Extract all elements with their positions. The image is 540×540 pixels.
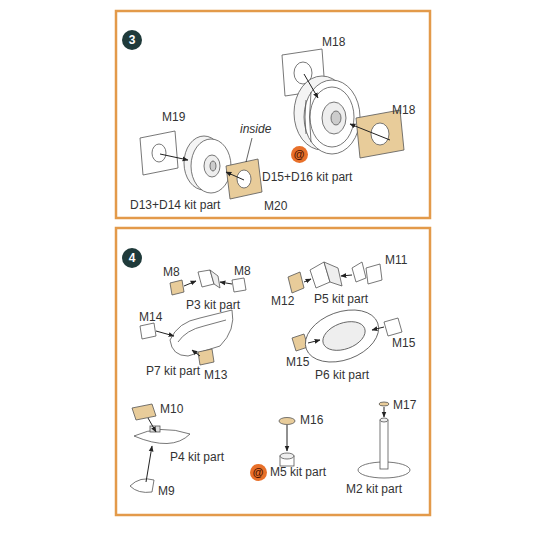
part-name: D15+D16 kit part xyxy=(262,170,352,184)
wheel-drawing xyxy=(140,131,262,199)
part-number: M14 xyxy=(139,310,162,324)
part-name: P6 kit part xyxy=(315,368,369,382)
part-drawings xyxy=(130,262,410,492)
symbol-text: @ xyxy=(294,149,305,160)
part-number: M10 xyxy=(160,402,183,416)
wheel-drawing xyxy=(282,49,404,158)
part-name: P7 kit part xyxy=(146,364,200,378)
part-number: M16 xyxy=(300,413,323,427)
step-panel xyxy=(116,228,430,515)
part-number: M12 xyxy=(271,294,294,308)
part-name: M2 kit part xyxy=(346,482,402,496)
part-number: M15 xyxy=(286,355,309,369)
step-number: 4 xyxy=(122,248,142,268)
glue-symbol: @ xyxy=(250,464,267,481)
part-name: P3 kit part xyxy=(186,298,240,312)
part-number: M8 xyxy=(234,264,251,278)
symbol-text: 3 xyxy=(129,34,136,46)
part-number: M15 xyxy=(392,336,415,350)
part-number: M17 xyxy=(393,398,416,412)
part-number: M19 xyxy=(162,110,185,124)
step-number: 3 xyxy=(122,30,142,50)
symbol-text: @ xyxy=(253,467,264,478)
part-number: M13 xyxy=(204,368,227,382)
symbol-text: 4 xyxy=(129,252,136,264)
part-name: M5 kit part xyxy=(270,465,326,479)
part-name: D13+D14 kit part xyxy=(130,198,220,212)
glue-symbol: @ xyxy=(291,146,308,163)
part-number: M18 xyxy=(322,35,345,49)
part-name: P5 kit part xyxy=(314,292,368,306)
part-number: M9 xyxy=(158,484,175,498)
part-number: M18 xyxy=(392,103,415,117)
part-number: M8 xyxy=(163,265,180,279)
part-name: P4 kit part xyxy=(170,450,224,464)
part-number: M11 xyxy=(385,253,407,267)
part-name: inside xyxy=(240,122,271,136)
step-panel xyxy=(116,11,430,218)
part-number: M20 xyxy=(264,199,287,213)
